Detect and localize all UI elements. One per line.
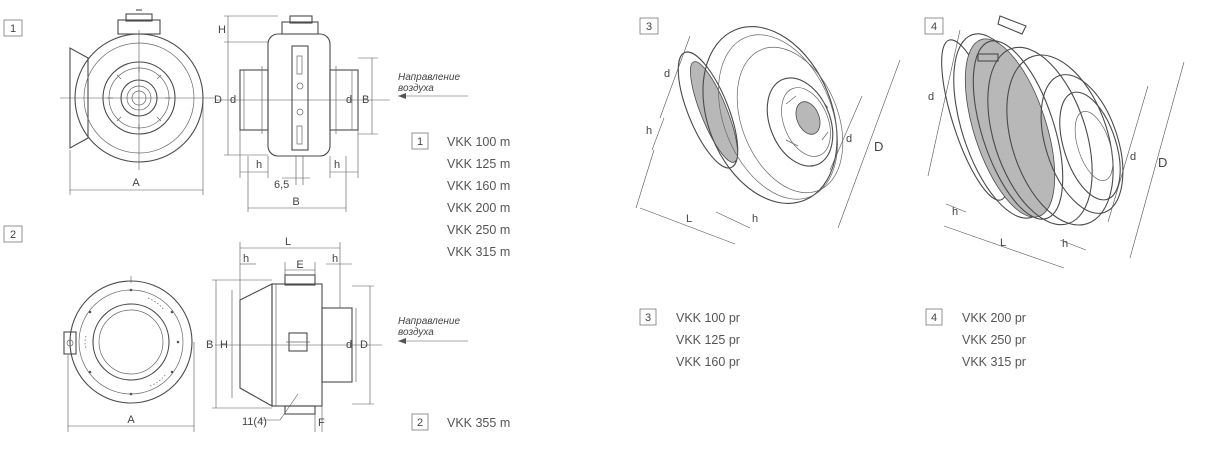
svg-text:2: 2: [10, 229, 16, 241]
svg-text:VKK 125 m: VKK 125 m: [447, 157, 510, 171]
svg-text:3: 3: [645, 312, 651, 324]
fig1-airflow-label: Направление воздуха: [398, 72, 468, 99]
svg-text:Направление: Направление: [398, 316, 460, 327]
svg-text:E: E: [296, 259, 303, 271]
svg-text:VKK 200 pr: VKK 200 pr: [962, 311, 1026, 325]
svg-text:D: D: [214, 94, 222, 106]
svg-text:Направление: Направление: [398, 72, 460, 83]
svg-text:h: h: [646, 125, 652, 137]
fig3-model-list: 3 VKK 100 pr VKK 125 pr VKK 160 pr: [639, 308, 740, 369]
svg-text:L: L: [1000, 237, 1006, 249]
svg-text:3: 3: [646, 21, 652, 33]
svg-text:d: d: [346, 94, 352, 106]
svg-text:VKK 250 pr: VKK 250 pr: [962, 333, 1026, 347]
svg-text:d: d: [928, 91, 934, 103]
figure-number-box-2: 2: [3, 225, 23, 243]
svg-text:VKK 100 m: VKK 100 m: [447, 135, 510, 149]
svg-text:d: d: [346, 339, 352, 351]
svg-text:h: h: [243, 253, 249, 265]
svg-text:D: D: [1158, 155, 1167, 170]
svg-text:h: h: [334, 159, 340, 171]
svg-text:L: L: [686, 213, 692, 225]
svg-text:B: B: [362, 94, 369, 106]
fig3-perspective: d h L h d D: [635, 26, 901, 245]
svg-text:H: H: [220, 339, 228, 351]
svg-text:h: h: [1062, 238, 1068, 250]
svg-text:2: 2: [417, 417, 423, 429]
svg-text:VKK 160 m: VKK 160 m: [447, 179, 510, 193]
svg-text:VKK 355 m: VKK 355 m: [447, 416, 510, 430]
svg-text:VKK 200 m: VKK 200 m: [447, 201, 510, 215]
figure-number-box-1: 1: [3, 19, 23, 37]
svg-text:1: 1: [10, 23, 16, 35]
svg-text:d: d: [1130, 151, 1136, 163]
svg-text:VKK 315 m: VKK 315 m: [447, 245, 510, 259]
svg-text:H: H: [218, 24, 226, 36]
fig1-front-view: A: [60, 9, 215, 195]
svg-text:VKK 250 m: VKK 250 m: [447, 223, 510, 237]
svg-text:4: 4: [931, 312, 937, 324]
svg-text:B: B: [292, 196, 299, 208]
svg-text:воздуха: воздуха: [398, 327, 434, 338]
svg-text:D: D: [360, 339, 368, 351]
figure-number-box-3: 3: [639, 17, 659, 35]
svg-text:B: B: [206, 339, 213, 351]
svg-text:A: A: [127, 414, 135, 426]
svg-text:h: h: [332, 253, 338, 265]
fig2-side-view: L h E h B H d D 11(4) F: [206, 236, 382, 432]
fig2-model-list: 2 VKK 355 m: [411, 413, 510, 431]
svg-text:d: d: [230, 94, 236, 106]
svg-text:1: 1: [417, 136, 423, 148]
fig2-front-view: A: [63, 276, 195, 432]
svg-text:VKK 315 pr: VKK 315 pr: [962, 355, 1026, 369]
svg-text:VKK 160 pr: VKK 160 pr: [676, 355, 740, 369]
svg-text:4: 4: [931, 21, 937, 33]
svg-text:F: F: [318, 417, 325, 429]
svg-text:L: L: [285, 236, 291, 248]
svg-text:VKK 125 pr: VKK 125 pr: [676, 333, 740, 347]
figure-number-box-4: 4: [924, 17, 944, 35]
svg-text:воздуха: воздуха: [398, 83, 434, 94]
svg-text:D: D: [874, 139, 883, 154]
svg-text:h: h: [256, 159, 262, 171]
fig4-model-list: 4 VKK 200 pr VKK 250 pr VKK 315 pr: [925, 308, 1026, 369]
fig1-model-list: 1 VKK 100 m VKK 125 m VKK 160 m VKK 200 …: [411, 132, 510, 259]
svg-text:h: h: [952, 206, 958, 218]
svg-text:A: A: [132, 177, 140, 189]
svg-text:VKK 100 pr: VKK 100 pr: [676, 311, 740, 325]
svg-text:11(4): 11(4): [242, 416, 267, 428]
svg-text:d: d: [664, 68, 670, 80]
fig1-side-view: H D d d B h h 6,5 B: [214, 15, 390, 212]
fig2-airflow-label: Направление воздуха: [398, 316, 468, 344]
svg-text:h: h: [752, 213, 758, 225]
svg-text:6,5: 6,5: [274, 179, 289, 191]
fig4-perspective: d h L h d D: [927, 15, 1185, 269]
svg-text:d: d: [846, 133, 852, 145]
